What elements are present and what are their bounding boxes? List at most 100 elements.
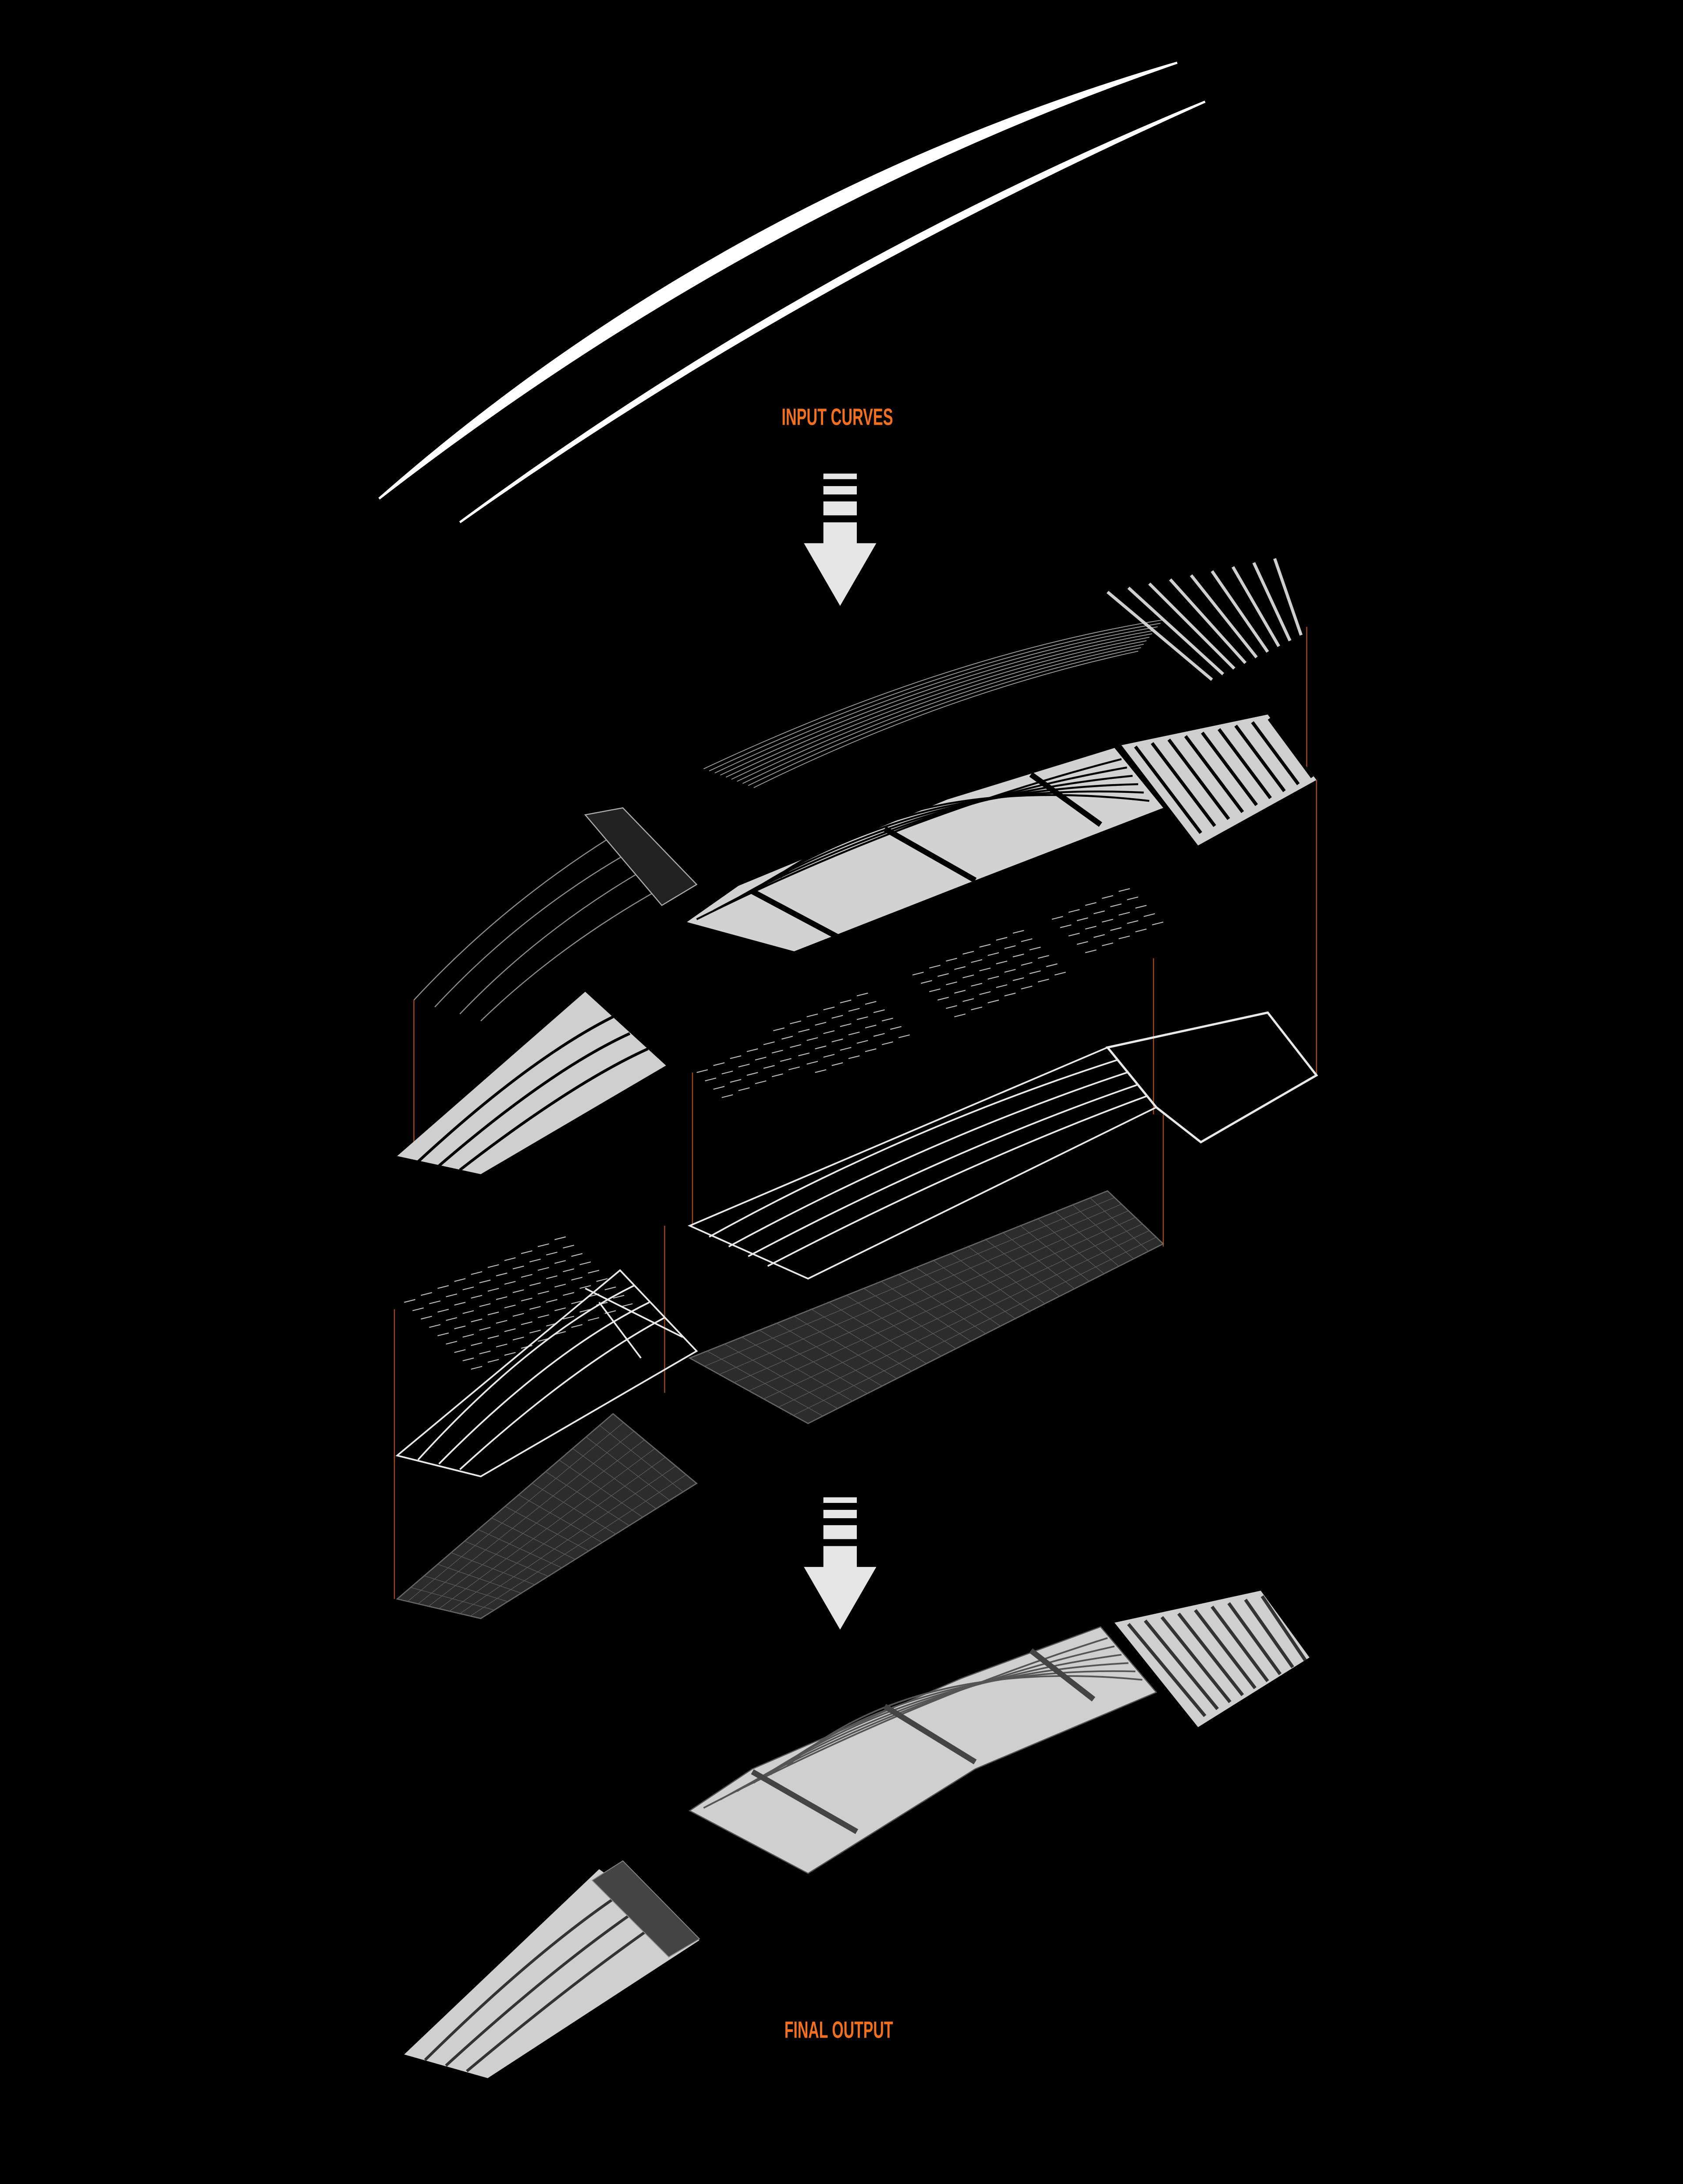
stripe: [1273, 558, 1303, 636]
louver: [512, 1336, 524, 1341]
louver: [815, 1045, 827, 1050]
stripe: [1177, 1612, 1244, 1696]
louver: [881, 1017, 893, 1022]
input-curves: [378, 61, 1206, 523]
louver: [496, 1296, 508, 1300]
layer-left-frame: [413, 807, 698, 1022]
grid-line: [793, 1237, 1157, 1416]
grid-line: [480, 1483, 697, 1619]
louver: [504, 1304, 516, 1309]
grid-line: [418, 1431, 634, 1604]
louver: [1012, 977, 1024, 981]
louver: [1110, 927, 1122, 931]
louver: [588, 1270, 600, 1274]
grid-line: [470, 1474, 687, 1616]
layer-left-outline: [395, 1269, 698, 1477]
grid-line: [459, 1466, 676, 1614]
louver: [946, 1005, 958, 1009]
stripe: [1169, 578, 1247, 664]
louver: [496, 1343, 508, 1348]
louver: [1102, 919, 1113, 923]
louver: [412, 1307, 424, 1311]
stripe: [1127, 586, 1225, 675]
louver: [987, 976, 999, 980]
grid-line: [808, 1243, 1164, 1424]
stripe: [1167, 739, 1230, 820]
louver: [521, 1321, 533, 1325]
louver: [479, 1350, 491, 1355]
louver: [504, 1257, 516, 1261]
louver: [571, 1253, 583, 1257]
stripe: [1218, 728, 1272, 799]
stripe: [1148, 582, 1236, 670]
louver: [721, 1094, 733, 1098]
louver: [529, 1306, 541, 1310]
layer-left-grid: [396, 1413, 698, 1619]
louver: [848, 1055, 860, 1059]
louver: [771, 1050, 783, 1054]
louver: [971, 1006, 983, 1011]
input-curves-label: INPUT CURVES: [781, 404, 893, 430]
louver: [738, 1087, 750, 1091]
louver: [865, 1024, 877, 1029]
louver: [954, 966, 966, 970]
louver: [579, 1261, 591, 1265]
layer-wave-ribs: [703, 619, 1164, 788]
louver: [471, 1271, 483, 1275]
louver: [521, 1297, 533, 1302]
louver: [554, 1260, 566, 1264]
louver: [512, 1313, 524, 1317]
louver: [537, 1290, 549, 1295]
louver: [462, 1357, 474, 1361]
louver: [437, 1285, 449, 1289]
louver: [954, 990, 966, 994]
louver: [696, 1069, 708, 1073]
louver: [856, 1016, 868, 1020]
louver: [537, 1314, 549, 1318]
louver: [806, 1037, 818, 1041]
louver: [529, 1282, 541, 1286]
stripe: [1260, 1595, 1307, 1662]
stripe: [1160, 1616, 1232, 1703]
louver: [420, 1316, 432, 1320]
louver: [546, 1299, 557, 1303]
louver: [954, 1013, 966, 1017]
louver: [979, 944, 991, 948]
grid-line: [749, 1217, 1136, 1391]
louver: [462, 1334, 474, 1338]
louver: [529, 1329, 541, 1334]
louver: [1093, 934, 1105, 938]
louver: [755, 1056, 767, 1061]
louver: [546, 1251, 557, 1256]
louver: [1085, 926, 1097, 930]
louver: [912, 972, 924, 976]
louver: [1004, 992, 1016, 997]
louver: [1118, 912, 1130, 916]
louver: [881, 1041, 893, 1045]
louver: [946, 981, 958, 985]
louver: [831, 1015, 843, 1019]
louver: [496, 1320, 508, 1324]
louver: [512, 1265, 524, 1270]
louver: [563, 1316, 575, 1320]
louver: [496, 1272, 508, 1277]
louver: [946, 958, 958, 962]
layer-stripe-panel: [1121, 714, 1317, 846]
louver: [479, 1327, 491, 1331]
wave-cut: [786, 1675, 1143, 1767]
louver: [929, 965, 941, 969]
louver: [856, 992, 868, 997]
louver: [831, 1038, 843, 1043]
louver: [571, 1277, 583, 1281]
down-arrow-icon: [804, 1497, 877, 1630]
wave-cut: [696, 758, 1122, 920]
stripe: [1194, 1609, 1257, 1689]
louver: [823, 1030, 835, 1034]
rib-line: [748, 647, 1141, 786]
louver: [1060, 924, 1072, 928]
louver: [1021, 938, 1033, 942]
louver: [1004, 945, 1016, 949]
louver: [1029, 970, 1041, 974]
final-output-assembly: [404, 1591, 1310, 2078]
